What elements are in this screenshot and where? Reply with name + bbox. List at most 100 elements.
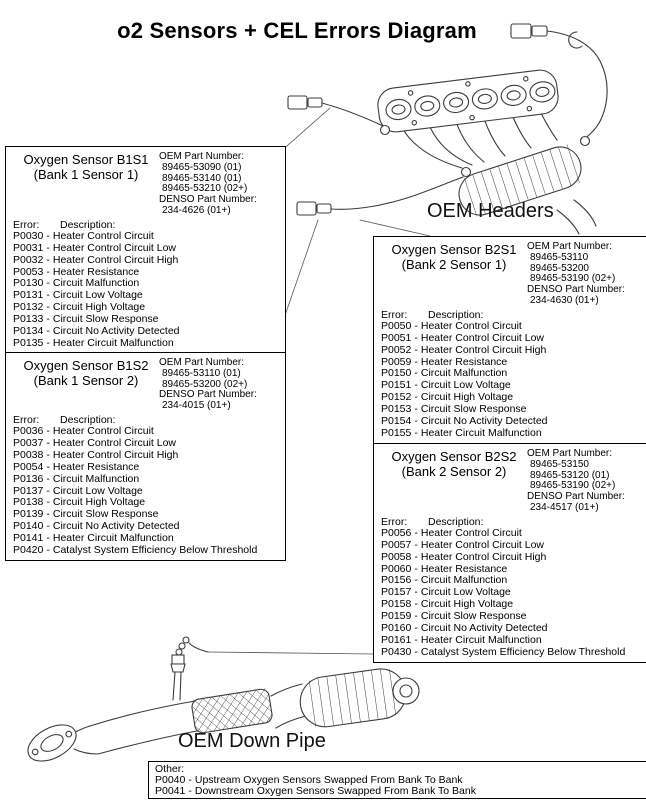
code-separator: -: [46, 253, 50, 266]
oem-part-number: 89465-53190 (02+): [530, 480, 616, 492]
code-separator: -: [414, 331, 418, 344]
oem-part-number: 89465-53110 (01): [162, 367, 241, 379]
denso-part-number: 234-4517 (01+): [530, 501, 599, 513]
code-separator: -: [46, 508, 50, 521]
sensor-box-header: Oxygen Sensor B2S2 (Bank 2 Sensor 2) OEM…: [381, 448, 646, 514]
error-description: Circuit Malfunction: [52, 472, 140, 485]
code-separator: -: [414, 415, 418, 428]
code-separator: -: [414, 367, 418, 380]
error-description: Heater Control Circuit: [52, 229, 154, 242]
sensor-name-block: Oxygen Sensor B2S2 (Bank 2 Sensor 2): [381, 448, 527, 514]
wire-clip: [568, 31, 583, 49]
error-code: P0040: [155, 773, 186, 786]
sensor-name: Oxygen Sensor B2S1: [391, 242, 517, 257]
code-separator: -: [414, 391, 418, 404]
code-separator: -: [46, 496, 50, 509]
error-description: Catalyst System Efficiency Below Thresho…: [420, 645, 626, 658]
error-code: P0132: [13, 301, 44, 314]
error-code: P0151: [381, 379, 412, 392]
code-separator: -: [414, 343, 418, 356]
code-separator: -: [414, 633, 418, 646]
oem-part-number: 89465-53200: [530, 262, 589, 274]
part-numbers-block: OEM Part Number: 89465-53110 (01)89465-5…: [159, 357, 279, 412]
error-description: Heater Resistance: [420, 355, 508, 368]
sensor-name: Oxygen Sensor B1S2: [23, 358, 149, 373]
error-description: Heater Control Circuit: [420, 319, 522, 332]
error-code-row: P0060-Heater Resistance: [381, 562, 646, 576]
code-table-header: Error:Description:: [381, 309, 646, 321]
oem-part-number: 89465-53090 (01): [162, 161, 242, 173]
sensor-bank-label: (Bank 2 Sensor 1): [401, 256, 507, 272]
error-code: P0059: [381, 355, 412, 368]
header-flange: [377, 69, 559, 133]
error-code-row: P0152-Circuit High Voltage: [381, 391, 646, 404]
denso-part-number-label: DENSO Part Number:: [159, 194, 257, 206]
error-description: Circuit Malfunction: [420, 367, 508, 380]
error-code-row: P0031-Heater Control Circuit Low: [13, 241, 279, 255]
error-code: P0058: [381, 550, 412, 563]
code-separator: -: [46, 484, 50, 497]
error-code: P0051: [381, 331, 412, 344]
error-code-row: P0130-Circuit Malfunction: [13, 277, 279, 290]
sensor-box-b1s1: Oxygen Sensor B1S1 (Bank 1 Sensor 1) OEM…: [5, 146, 286, 354]
error-description: Heater Circuit Malfunction: [420, 426, 542, 439]
oem-part-number-list: 89465-53090 (01)89465-53140 (01)89465-53…: [159, 161, 279, 195]
error-code-row: P0158-Circuit High Voltage: [381, 598, 646, 611]
code-separator: -: [414, 562, 418, 575]
o2-sensor-bung-b2s1: [460, 166, 472, 178]
error-code: P0140: [13, 520, 44, 533]
sensor-box-b1s2: Oxygen Sensor B1S2 (Bank 1 Sensor 2) OEM…: [5, 352, 286, 561]
error-code: P0135: [13, 336, 44, 349]
oem-part-number: 89465-53190 (02+): [530, 273, 616, 285]
oem-part-number-list: 89465-53110 (01)89465-53200 (02+): [159, 367, 279, 391]
code-separator: -: [414, 610, 418, 623]
error-description: Heater Control Circuit High: [420, 550, 547, 563]
error-code-row: P0154-Circuit No Activity Detected: [381, 415, 646, 428]
sensor-box-header: Oxygen Sensor B1S1 (Bank 1 Sensor 1) OEM…: [13, 151, 279, 217]
error-code-row: P0058-Heater Control Circuit High: [381, 550, 646, 564]
error-code: P0150: [381, 367, 412, 380]
code-separator: -: [46, 277, 50, 290]
error-code-row: P0137-Circuit Low Voltage: [13, 484, 279, 498]
error-description: Circuit No Activity Detected: [420, 415, 548, 428]
sensor-box-b2s1: Oxygen Sensor B2S1 (Bank 2 Sensor 1) OEM…: [373, 236, 646, 444]
error-code-row: P0134-Circuit No Activity Detected: [13, 325, 279, 338]
error-code-row: P0032-Heater Control Circuit High: [13, 253, 279, 267]
error-code-row: P0420-Catalyst System Efficiency Below T…: [13, 544, 279, 557]
error-code-row: P0053-Heater Resistance: [13, 266, 279, 279]
error-code: P0430: [381, 645, 412, 658]
oem-part-number: 89465-53150: [530, 458, 589, 470]
error-code: P0131: [13, 289, 44, 302]
error-code-row: P0136-Circuit Malfunction: [13, 472, 279, 486]
error-code: P0153: [381, 403, 412, 416]
error-code: P0152: [381, 391, 412, 404]
error-code: P0138: [13, 496, 44, 509]
o2-connector-c: [296, 201, 332, 216]
error-description: Heater Control Circuit Low: [52, 241, 177, 254]
error-description: Circuit Slow Response: [52, 313, 159, 326]
oem-part-number-label: OEM Part Number:: [159, 151, 245, 162]
error-description: Circuit Low Voltage: [52, 289, 143, 302]
error-code: P0136: [13, 472, 44, 485]
error-description: Circuit Slow Response: [52, 508, 159, 521]
error-code: P0050: [381, 319, 412, 332]
code-separator: -: [46, 520, 50, 533]
error-code-row: P0138-Circuit High Voltage: [13, 496, 279, 509]
sensor-bank-label: (Bank 1 Sensor 2): [33, 372, 139, 388]
denso-part-number-list: 234-4015 (01+): [159, 400, 279, 412]
page-title: o2 Sensors + CEL Errors Diagram: [117, 17, 477, 43]
code-separator: -: [188, 773, 192, 786]
error-code: P0134: [13, 325, 44, 338]
denso-part-number-list: 234-4517 (01+): [527, 501, 646, 514]
error-description: Heater Control Circuit High: [52, 448, 179, 461]
code-separator: -: [46, 301, 50, 314]
error-code: P0141: [13, 532, 44, 545]
error-code-row: P0161-Heater Circuit Malfunction: [381, 633, 646, 647]
code-separator: -: [414, 550, 418, 563]
other-code-list: P0040-Upstream Oxygen Sensors Swapped Fr…: [155, 773, 645, 797]
error-code: P0159: [381, 610, 412, 623]
error-code-row: P0054-Heater Resistance: [13, 461, 279, 474]
oem-part-number: 89465-53120 (01): [530, 469, 610, 481]
error-code-row: P0041-Downstream Oxygen Sensors Swapped …: [155, 785, 645, 797]
